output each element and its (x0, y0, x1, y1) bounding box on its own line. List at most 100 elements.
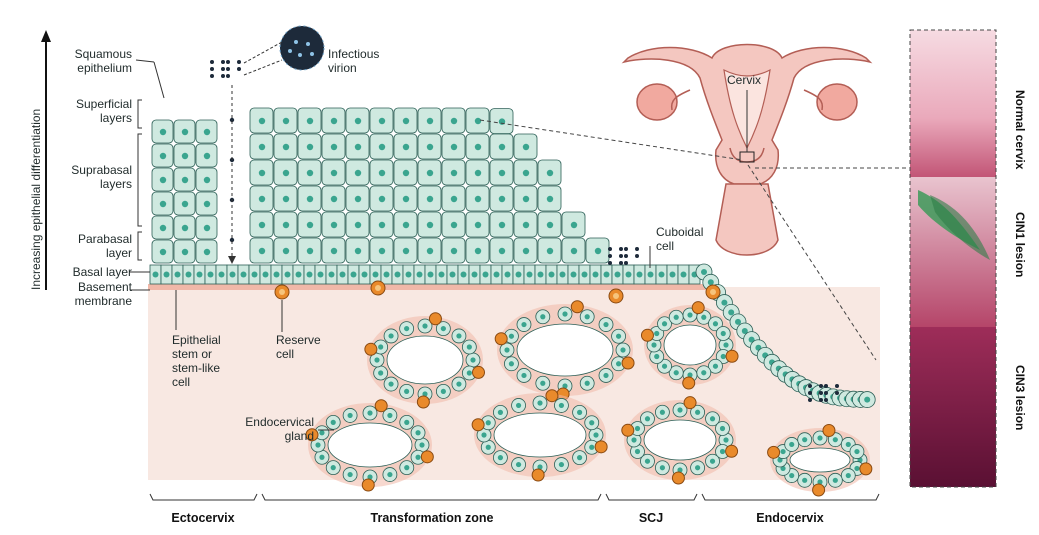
virion-dot (808, 384, 812, 388)
gland-lumen (664, 325, 716, 365)
squamous-nucleus (204, 153, 210, 159)
reserve-nucleus (613, 293, 619, 299)
gland-reserve-cell (472, 366, 484, 378)
gland-reserve-cell (684, 397, 696, 409)
virion-dot (619, 247, 623, 251)
gland-reserve-cell (595, 441, 607, 453)
gland-nucleus (441, 389, 446, 394)
virion-dot (608, 254, 612, 258)
gland-nucleus (456, 381, 461, 386)
virion-dot (237, 67, 241, 71)
gland-reserve-cell (813, 484, 825, 496)
squamous-nucleus (259, 222, 265, 228)
virion-dot (226, 67, 230, 71)
axis-label: Increasing epithelial differentiation (29, 109, 43, 290)
gland-nucleus (415, 430, 420, 435)
histology-cin3-lesion (910, 327, 996, 487)
label-cervix: Cervix (727, 73, 761, 87)
gland-reserve-cell (495, 333, 507, 345)
squamous-nucleus (160, 129, 166, 135)
squamous-nucleus (499, 144, 505, 150)
squamous-nucleus (475, 196, 481, 202)
gland-nucleus (721, 354, 726, 359)
virion-dot (824, 391, 828, 395)
gland-nucleus (674, 370, 679, 375)
squamous-nucleus (355, 170, 361, 176)
virion-dot (819, 398, 823, 402)
gland-nucleus (387, 472, 392, 477)
gland-nucleus (710, 416, 715, 421)
basal-nucleus (670, 272, 676, 278)
gland-nucleus (419, 442, 424, 447)
gland-nucleus (504, 347, 509, 352)
gland-nucleus (817, 435, 822, 440)
gland-nucleus (635, 449, 640, 454)
gland-nucleus (521, 373, 526, 378)
gland-nucleus (577, 410, 582, 415)
basement-membrane (148, 284, 718, 290)
squamous-nucleus (160, 225, 166, 231)
squamous-nucleus (475, 222, 481, 228)
label-cuboidal-cell: Cuboidalcell (656, 225, 703, 253)
basal-layer-cells (150, 265, 700, 284)
label-parabasal-layer: Parabasallayer (78, 232, 132, 260)
squamous-nucleus (204, 249, 210, 255)
squamous-nucleus (204, 201, 210, 207)
gland-nucleus (486, 445, 491, 450)
virion-dot (619, 261, 623, 265)
basal-nucleus (450, 272, 456, 278)
reserve-nucleus (279, 289, 285, 295)
gland-nucleus (331, 465, 336, 470)
squamous-nucleus (307, 118, 313, 124)
virion-dot (635, 254, 639, 258)
squamous-nucleus (307, 196, 313, 202)
gland-nucleus (422, 323, 427, 328)
reserve-nucleus (375, 285, 381, 291)
virion-dot (210, 67, 214, 71)
gland-nucleus (677, 407, 682, 412)
label-superficial-layers: Superficiallayers (76, 97, 132, 125)
basal-nucleus (230, 272, 236, 278)
squamous-nucleus (475, 144, 481, 150)
gland-lumen (644, 420, 716, 460)
squamous-nucleus (259, 196, 265, 202)
differentiation-arrowhead (41, 30, 51, 42)
virion-dot (226, 60, 230, 64)
virion-dot (824, 398, 828, 402)
squamous-nucleus (547, 170, 553, 176)
gland-nucleus (662, 321, 667, 326)
gland-nucleus (721, 331, 726, 336)
gland-nucleus (720, 449, 725, 454)
gland-nucleus (456, 333, 461, 338)
squamous-nucleus (182, 129, 188, 135)
virion-dot (808, 391, 812, 395)
squamous-nucleus (259, 170, 265, 176)
gland-nucleus (585, 314, 590, 319)
squamous-nucleus (182, 201, 188, 207)
squamous-nucleus (499, 248, 505, 254)
gland-nucleus (481, 432, 486, 437)
virion-dot (835, 384, 839, 388)
gland-nucleus (470, 357, 475, 362)
gland-nucleus (378, 370, 383, 375)
gland-nucleus (620, 347, 625, 352)
gland-nucleus (674, 315, 679, 320)
label-infectious-virion: Infectiousvirion (328, 47, 379, 75)
gland-nucleus (846, 442, 851, 447)
gland-reserve-cell (692, 302, 704, 314)
gland-nucleus (486, 420, 491, 425)
squamous-nucleus (571, 248, 577, 254)
squamous-nucleus (283, 248, 289, 254)
squamous-nucleus (403, 196, 409, 202)
gland-nucleus (315, 442, 320, 447)
squamous-nucleus (427, 248, 433, 254)
squamous-nucleus (547, 196, 553, 202)
gland-nucleus (404, 465, 409, 470)
gland-reserve-cell (768, 446, 780, 458)
basal-nucleus (241, 272, 247, 278)
gland-nucleus (498, 455, 503, 460)
gland-nucleus (616, 334, 621, 339)
basal-nucleus (681, 272, 687, 278)
gland-nucleus (540, 381, 545, 386)
